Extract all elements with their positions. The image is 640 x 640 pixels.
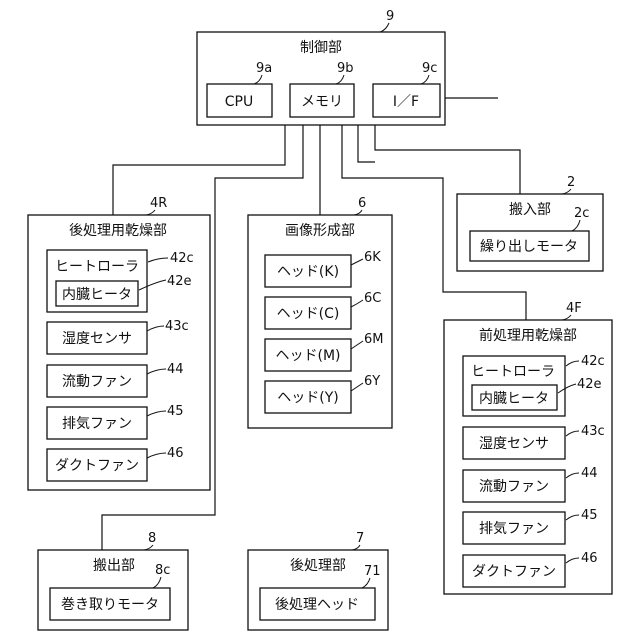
link-controller-pre-dryer xyxy=(358,125,375,162)
unloading-unit-title: 搬出部 xyxy=(93,558,135,574)
pre-flow-fan-ref: 44 xyxy=(581,466,598,481)
post-processing-head-label: 後処理ヘッド xyxy=(275,597,359,613)
post-processing-head-ref: 71 xyxy=(364,564,381,579)
post-dryer-title: 後処理用乾燥部 xyxy=(69,223,167,239)
memory-ref: 9b xyxy=(337,61,354,76)
post-processing-unit: 後処理部 7 後処理ヘッド 71 xyxy=(248,531,388,630)
post-exhaust-fan-ref: 45 xyxy=(167,404,184,419)
head-m-label: ヘッド(M) xyxy=(275,348,340,364)
pre-duct-fan-ref: 46 xyxy=(581,551,598,566)
pre-internal-heater-label: 内臓ヒータ xyxy=(479,391,549,407)
controller-leader xyxy=(380,23,389,32)
pre-humidity-sensor-label: 湿度センサ xyxy=(479,436,549,452)
head-y-label: ヘッド(Y) xyxy=(277,390,338,406)
link-controller-loading xyxy=(375,125,520,194)
pre-dryer-unit: 前処理用乾燥部 4F ヒートローラ 42c 内臓ヒータ 42e 湿度センサ 43… xyxy=(444,301,612,594)
pre-duct-fan-label: ダクトファン xyxy=(472,564,556,580)
takeup-motor-ref: 8c xyxy=(155,563,170,578)
loading-unit-title: 搬入部 xyxy=(509,202,551,218)
post-exhaust-fan-label: 排気ファン xyxy=(62,416,132,432)
post-flow-fan-label: 流動ファン xyxy=(62,374,132,390)
cpu-ref: 9a xyxy=(256,61,272,76)
post-internal-heater-ref: 42e xyxy=(167,274,192,289)
pre-humidity-sensor-ref: 43c xyxy=(581,424,605,439)
controller-ref: 9 xyxy=(386,9,394,24)
controller-title: 制御部 xyxy=(300,40,342,56)
controller-unit: 制御部 9 CPU 9a メモリ 9b I／F 9c xyxy=(197,9,445,125)
image-forming-unit: 画像形成部 6 ヘッド(K) 6K ヘッド(C) 6C ヘッド(M) 6M ヘッ… xyxy=(248,196,392,428)
post-heat-roller-ref: 42c xyxy=(170,251,194,266)
image-forming-unit-title: 画像形成部 xyxy=(285,223,355,239)
post-internal-heater-label: 内臓ヒータ xyxy=(62,287,132,303)
unloading-unit: 搬出部 8 巻き取りモータ 8c xyxy=(38,531,188,630)
pre-exhaust-fan-label: 排気ファン xyxy=(479,521,549,537)
post-dryer-ref: 4R xyxy=(150,196,167,211)
cpu-label: CPU xyxy=(225,94,253,110)
feed-motor-ref: 2c xyxy=(574,206,589,221)
interface-ref: 9c xyxy=(422,61,437,76)
head-k-ref: 6K xyxy=(364,250,381,265)
unloading-unit-ref: 8 xyxy=(148,531,156,546)
post-processing-unit-title: 後処理部 xyxy=(290,558,346,574)
post-humidity-sensor-label: 湿度センサ xyxy=(62,331,132,347)
pre-internal-heater-ref: 42e xyxy=(577,377,602,392)
head-y-ref: 6Y xyxy=(364,374,380,389)
post-processing-unit-ref: 7 xyxy=(356,531,364,546)
loading-unit-ref: 2 xyxy=(567,175,575,190)
image-forming-unit-ref: 6 xyxy=(358,196,366,211)
post-humidity-sensor-ref: 43c xyxy=(165,319,189,334)
pre-dryer-title: 前処理用乾燥部 xyxy=(479,327,577,344)
takeup-motor-label: 巻き取りモータ xyxy=(61,597,159,613)
pre-heat-roller-label: ヒートローラ xyxy=(471,364,555,380)
pre-flow-fan-label: 流動ファン xyxy=(479,479,549,495)
post-dryer-unit: 後処理用乾燥部 4R ヒートローラ 42c 内臓ヒータ 42e 湿度センサ 43… xyxy=(28,196,210,490)
head-c-label: ヘッド(C) xyxy=(277,306,340,322)
post-heat-roller-label: ヒートローラ xyxy=(55,259,139,275)
memory-label: メモリ xyxy=(301,94,343,110)
head-c-ref: 6C xyxy=(364,291,381,306)
interface-label: I／F xyxy=(393,94,419,110)
pre-exhaust-fan-ref: 45 xyxy=(581,508,598,523)
post-flow-fan-ref: 44 xyxy=(167,362,184,377)
post-duct-fan-ref: 46 xyxy=(167,446,184,461)
head-m-ref: 6M xyxy=(364,332,384,347)
pre-dryer-ref: 4F xyxy=(566,301,582,316)
feed-motor-label: 繰り出しモータ xyxy=(480,239,578,255)
pre-heat-roller-ref: 42c xyxy=(581,354,605,369)
post-duct-fan-label: ダクトファン xyxy=(55,458,139,474)
link-controller-post-dryer xyxy=(113,125,285,215)
loading-unit: 搬入部 2 繰り出しモータ 2c xyxy=(457,175,603,271)
head-k-label: ヘッド(K) xyxy=(277,264,339,280)
